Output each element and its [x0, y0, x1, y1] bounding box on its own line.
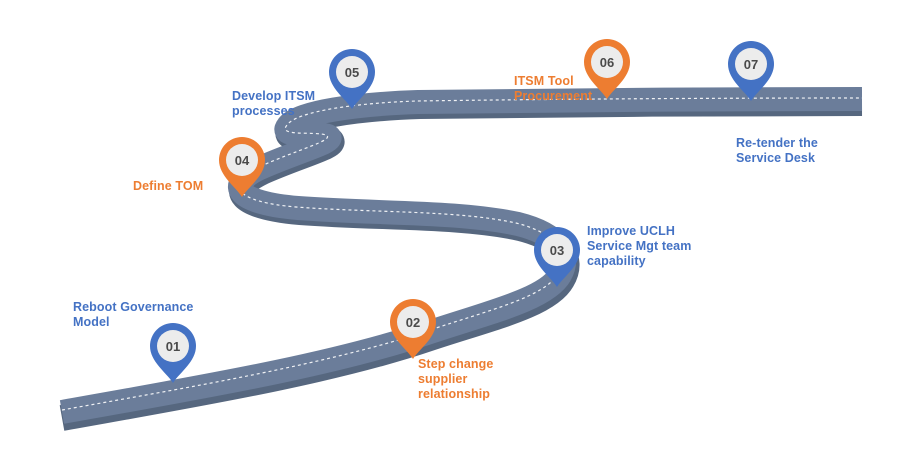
milestone-pin-02: 02	[390, 299, 436, 359]
milestone-label-06: ITSM Tool Procurement	[514, 74, 593, 103]
milestone-number-07: 07	[744, 57, 758, 72]
milestone-pin-03: 03	[534, 227, 580, 287]
milestone-pin-04: 04	[219, 137, 265, 197]
road-surface	[59, 87, 863, 424]
pin-center	[591, 46, 623, 78]
pin-center	[541, 234, 573, 266]
milestone-label-04: Define TOM	[133, 179, 204, 193]
milestone-number-05: 05	[345, 65, 359, 80]
milestone-label-02: Step change supplier relationship	[418, 357, 494, 401]
milestone-pin-06: 06	[584, 39, 630, 99]
milestone-number-03: 03	[550, 243, 564, 258]
pin-center	[226, 144, 258, 176]
milestone-pin-05: 05	[329, 49, 375, 109]
pin-center	[397, 306, 429, 338]
milestone-label-07: Re-tender the Service Desk	[736, 136, 818, 165]
pin-center	[735, 48, 767, 80]
milestone-number-01: 01	[166, 339, 180, 354]
pin-center	[336, 56, 368, 88]
milestone-label-03: Improve UCLH Service Mgt team capability	[587, 224, 692, 268]
milestone-number-06: 06	[600, 55, 614, 70]
milestone-number-02: 02	[406, 315, 420, 330]
road-center-line	[61, 97, 863, 411]
milestone-pin-07: 07	[728, 41, 774, 101]
milestone-label-01: Reboot Governance Model	[73, 300, 194, 329]
milestone-label-05: Develop ITSM processes	[232, 89, 316, 118]
milestone-number-04: 04	[235, 153, 250, 168]
pin-center	[157, 330, 189, 362]
milestone-pin-01: 01	[150, 322, 197, 383]
